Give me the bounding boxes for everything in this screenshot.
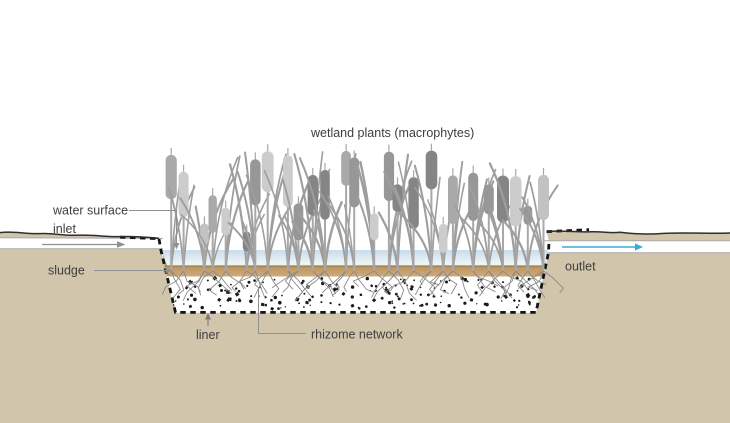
inlet-channel <box>0 238 163 249</box>
inlet-label: inlet <box>53 222 76 236</box>
liner-label: liner <box>196 328 220 342</box>
sludge-label: sludge <box>48 264 85 278</box>
rhizome-leader-line <box>258 288 306 334</box>
wetland-plants-illustration <box>165 143 559 272</box>
plants-label: wetland plants (macrophytes) <box>310 126 474 140</box>
liner-leader-arrow <box>205 313 211 326</box>
outlet-flow-arrow <box>562 243 643 251</box>
inlet-flow-arrow <box>42 241 126 248</box>
ground-surface-line-right <box>546 230 730 235</box>
sludge-leader-line <box>94 267 172 274</box>
water-surface-leader-line <box>129 210 180 250</box>
inlet-channel-top-edge <box>0 237 164 239</box>
rhizome-network-illustration <box>161 270 564 302</box>
outlet-label: outlet <box>565 260 596 274</box>
rhizome-network-label: rhizome network <box>311 328 403 342</box>
ground-soil <box>0 231 730 423</box>
ground-surface-line-left <box>0 231 160 239</box>
water-surface-label: water surface <box>52 204 128 218</box>
